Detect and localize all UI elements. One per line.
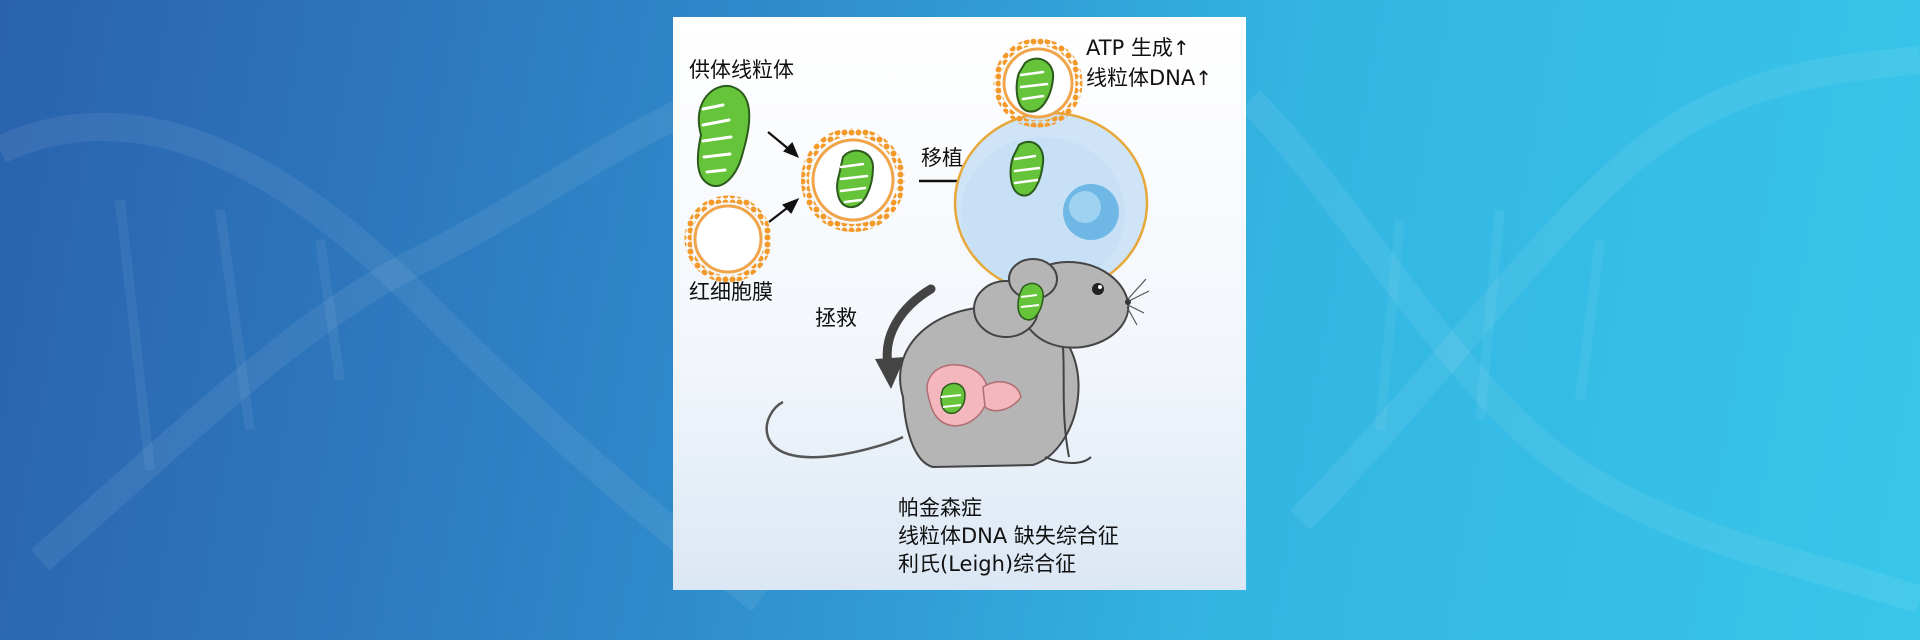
disease-item: 线粒体DNA 缺失综合征 [898,524,1119,548]
rbc-membrane-vesicle [684,195,772,283]
donor-mitochondria-label: 供体线粒体 [689,58,794,82]
mouse-illustration [765,258,1150,469]
diagram-panel: 供体线粒体 红细胞膜 移植 ATP 生成↑ 线粒体DNA↑ 拯救 帕金森症 线粒… [673,17,1246,590]
disease-item: 利氏(Leigh)综合征 [898,552,1077,576]
mtdna-line: 线粒体DNA↑ [1086,65,1212,91]
mtdna-label: 线粒体DNA [1086,66,1196,90]
docking-vesicle [993,38,1083,128]
rbc-membrane-label: 红细胞膜 [689,280,773,304]
diagram-graphics [684,38,1150,469]
rescue-arrow [875,284,936,389]
transplant-label: 移植 [921,146,963,170]
atp-production-label: ATP 生成 [1086,36,1173,60]
encapsulated-mitochondrion [801,128,905,232]
disease-item: 帕金森症 [898,496,982,520]
donor-mitochondrion [696,84,751,187]
rescue-label: 拯救 [815,306,857,330]
mtdna-increase-arrow-icon: ↑ [1195,66,1213,90]
atp-production-line: ATP 生成↑ [1086,35,1190,61]
merge-arrows [767,131,800,223]
atp-increase-arrow-icon: ↑ [1172,36,1190,60]
